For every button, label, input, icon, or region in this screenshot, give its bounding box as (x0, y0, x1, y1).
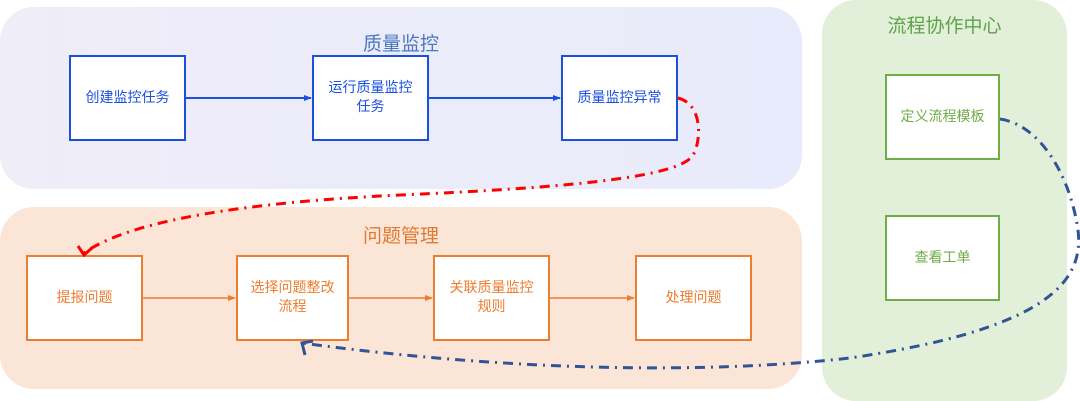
panel-title-flow-collaboration: 流程协作中心 (887, 15, 1002, 37)
node-select-rectification-flow[interactable]: 选择问题整改流程 (236, 255, 349, 341)
node-run-quality-monitor-task[interactable]: 运行质量监控任务 (312, 55, 429, 141)
node-handle-issue[interactable]: 处理问题 (635, 255, 752, 341)
arrowhead-select-flow (300, 339, 314, 356)
node-create-monitor-task[interactable]: 创建监控任务 (69, 55, 186, 141)
panel-flow-collaboration: 流程协作中心 (822, 0, 1067, 401)
panel-title-issue-management: 问题管理 (362, 225, 439, 247)
node-view-work-order[interactable]: 查看工单 (885, 215, 1000, 301)
node-report-issue[interactable]: 提报问题 (26, 255, 143, 341)
link-template-to-select (301, 117, 1080, 370)
arrowhead-report-issue (76, 245, 93, 258)
node-link-quality-rule[interactable]: 关联质量监控规则 (433, 255, 550, 341)
link-exception-to-report (83, 96, 701, 255)
panel-title-quality-monitoring: 质量监控 (362, 33, 439, 55)
node-quality-monitor-exception[interactable]: 质量监控异常 (561, 55, 678, 141)
node-define-flow-template[interactable]: 定义流程模板 (885, 74, 1000, 160)
